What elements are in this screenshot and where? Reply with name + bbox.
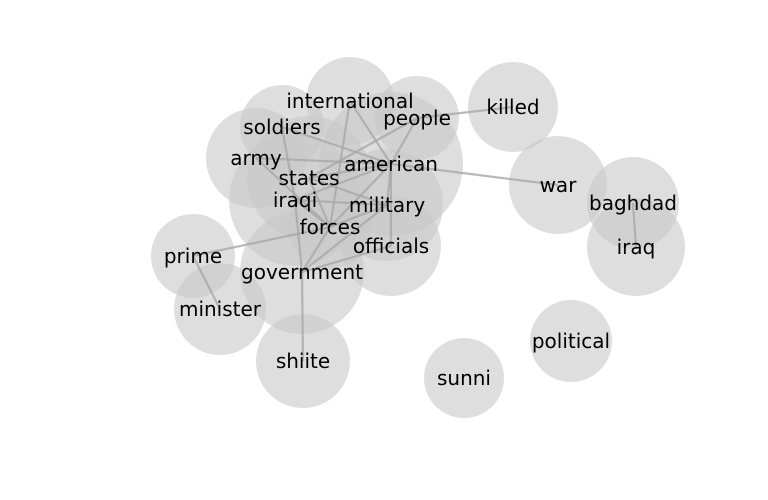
node-label-sunni: sunni xyxy=(437,366,491,390)
edge-soldiers-iraqi xyxy=(280,126,297,201)
node-bubble-sunni xyxy=(424,338,504,418)
edge-army-american xyxy=(255,156,392,166)
node-label-shiite: shiite xyxy=(276,349,330,373)
edge-states-forces xyxy=(307,177,332,228)
node-label-iraq: iraq xyxy=(617,235,656,259)
node-label-military: military xyxy=(349,193,425,217)
edge-military-forces xyxy=(329,203,388,229)
node-label-army: army xyxy=(230,146,282,170)
edge-baghdad-iraq xyxy=(631,202,638,248)
edge-forces-government xyxy=(301,226,331,273)
edge-iraqi-government xyxy=(293,199,304,273)
edge-international-american xyxy=(349,100,392,165)
node-label-baghdad: baghdad xyxy=(589,191,677,215)
node-label-government: government xyxy=(241,260,363,284)
node-label-prime: prime xyxy=(164,244,222,268)
edge-people-killed xyxy=(416,105,514,120)
edge-international-forces xyxy=(328,100,352,228)
edge-soldiers-american xyxy=(281,125,392,166)
edge-people-american xyxy=(390,117,418,165)
node-bubble-political xyxy=(530,300,612,382)
node-label-political: political xyxy=(532,329,610,353)
edge-american-iraqi xyxy=(294,162,392,202)
node-label-states: states xyxy=(278,166,339,190)
edge-iraqi-military xyxy=(294,198,388,207)
node-label-officials: officials xyxy=(353,234,429,258)
node-label-killed: killed xyxy=(486,95,539,119)
graph-edges xyxy=(192,100,638,362)
edge-iraqi-forces xyxy=(294,199,331,228)
edge-shiite-government xyxy=(300,271,305,362)
edge-officials-government xyxy=(301,244,392,274)
edge-american-states xyxy=(308,162,392,180)
node-label-forces: forces xyxy=(300,215,361,239)
node-label-minister: minister xyxy=(179,297,262,321)
edge-military-government xyxy=(301,204,388,273)
node-label-american: american xyxy=(344,152,438,176)
node-label-war: war xyxy=(540,173,578,197)
edge-states-military xyxy=(308,176,388,207)
edge-american-war xyxy=(390,162,559,187)
edge-prime-forces xyxy=(192,225,331,258)
node-label-international: international xyxy=(286,89,413,113)
edge-prime-minister xyxy=(192,255,221,310)
node-label-people: people xyxy=(383,106,451,130)
node-label-iraqi: iraqi xyxy=(273,188,317,212)
node-label-soldiers: soldiers xyxy=(243,115,320,139)
edge-people-states xyxy=(308,117,418,179)
edge-army-forces xyxy=(255,157,331,228)
